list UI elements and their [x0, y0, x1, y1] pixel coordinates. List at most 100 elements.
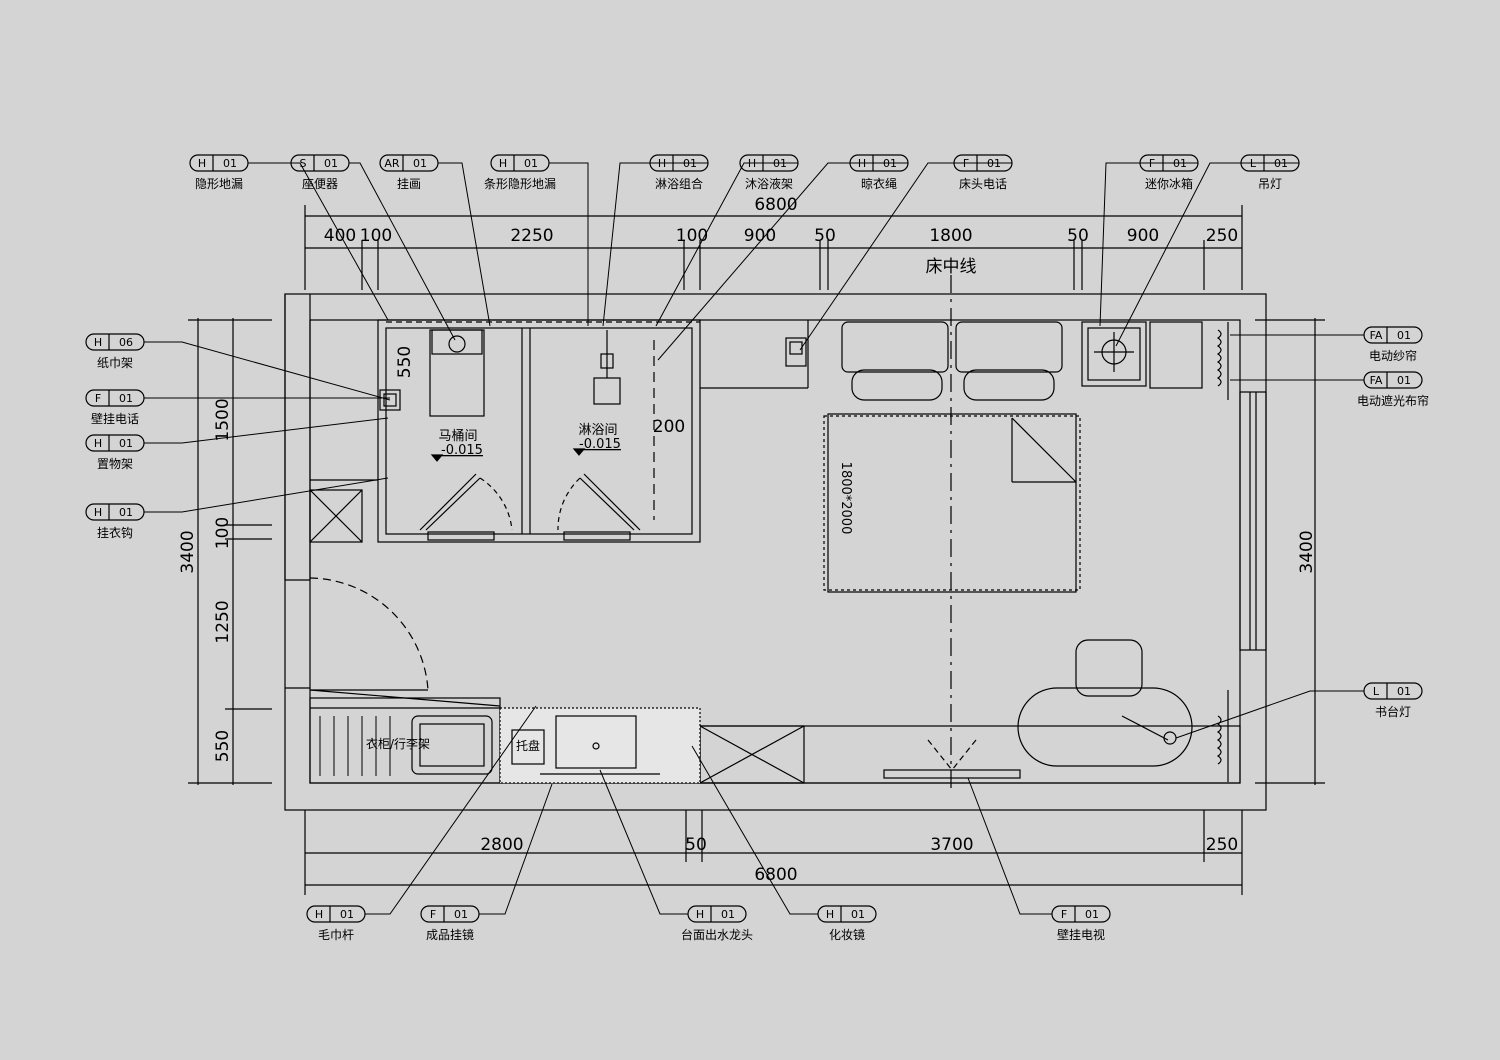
dim-top-400: 400	[324, 226, 356, 246]
walls	[284, 293, 1267, 811]
tag-bubble	[85, 389, 145, 407]
bed	[823, 275, 1081, 790]
dim-bottom-50: 50	[685, 835, 707, 855]
tag-number: 01	[119, 506, 133, 519]
dim-top-50b: 50	[1067, 226, 1089, 246]
tag-bubble	[739, 154, 799, 172]
tag-label: 书台灯	[1375, 704, 1411, 719]
tag-label: 电动遮光布帘	[1357, 393, 1429, 408]
shower-level-label: -0.015	[579, 437, 621, 452]
tag-bubble	[1051, 905, 1111, 923]
tag-label: 挂画	[397, 177, 421, 191]
tag-number: 01	[119, 392, 133, 405]
shower-room-label: 淋浴间	[578, 423, 617, 438]
dim-top-2250: 2250	[510, 226, 553, 246]
dim-right-total: 3400	[1297, 530, 1317, 573]
left-dimension-chain	[188, 318, 272, 785]
tag-label: 隐形地漏	[195, 177, 243, 191]
tag-left-0: H 06 纸巾架	[85, 333, 145, 370]
tag-code: H	[696, 908, 704, 921]
tag-bubble	[85, 434, 145, 452]
tag-number: 01	[721, 908, 735, 921]
toilet-level-label: -0.015	[441, 443, 483, 458]
tag-label: 壁挂电话	[91, 411, 139, 426]
tag-code: L	[1373, 685, 1380, 698]
tag-number: 01	[413, 157, 427, 170]
tag-bubble	[1240, 154, 1300, 172]
rack-label: 衣柜/行李架	[366, 736, 430, 751]
tag-bubble	[189, 154, 249, 172]
right-dimension-chain	[1255, 318, 1325, 785]
tag-code: H	[658, 157, 666, 170]
tag-code: H	[826, 908, 834, 921]
dim-top-900b: 900	[1127, 226, 1159, 246]
tray-label: 托盘	[516, 738, 540, 753]
bathroom-fixtures	[379, 321, 700, 541]
tag-number: 01	[987, 157, 1001, 170]
tag-code: H	[858, 157, 866, 170]
tag-bubble	[85, 333, 145, 351]
desk	[1017, 639, 1193, 767]
tag-number: 06	[119, 336, 133, 349]
tag-bubble	[1139, 154, 1199, 172]
tag-number: 01	[1397, 685, 1411, 698]
tag-number: 01	[1173, 157, 1187, 170]
tag-number: 01	[340, 908, 354, 921]
tag-label: 沐浴液架	[745, 176, 793, 191]
tag-code: H	[499, 157, 507, 170]
dim-left-1500: 1500	[213, 398, 233, 441]
tag-code: F	[1149, 157, 1155, 170]
tag-number: 01	[524, 157, 538, 170]
bed-center-label: 床中线	[926, 257, 977, 277]
tag-label: 纸巾架	[97, 356, 133, 370]
entry-door	[309, 577, 429, 691]
tag-code: FA	[1370, 374, 1383, 387]
tag-bubble	[379, 154, 439, 172]
tag-code: H	[315, 908, 323, 921]
leader-lines	[144, 162, 1364, 915]
dim-bottom-2800: 2800	[480, 835, 523, 855]
tag-code: F	[430, 908, 436, 921]
tag-number: 01	[683, 157, 697, 170]
tag-number: 01	[1397, 329, 1411, 342]
tag-top-7: F 01 床头电话	[953, 154, 1013, 191]
bedside-phone	[785, 337, 807, 367]
tag-label: 吊灯	[1258, 177, 1282, 191]
curtain-track	[1216, 322, 1229, 782]
tag-code: F	[963, 157, 969, 170]
tag-bubble	[649, 154, 709, 172]
tag-bubble	[817, 905, 877, 923]
tag-number: 01	[1397, 374, 1411, 387]
tag-number: 01	[773, 157, 787, 170]
tag-label: 床头电话	[959, 177, 1007, 191]
tag-bubble	[1363, 682, 1423, 700]
dim-bottom-3700: 3700	[930, 835, 973, 855]
tag-code: H	[94, 437, 102, 450]
tag-bubble	[490, 154, 550, 172]
tag-code: FA	[1370, 329, 1383, 342]
dim-top-total: 6800	[754, 195, 797, 215]
tag-code: H	[94, 336, 102, 349]
tag-label: 电动纱帘	[1369, 348, 1417, 363]
tag-bubble	[687, 905, 747, 923]
tag-code: S	[300, 157, 307, 170]
tv-console	[699, 725, 1241, 784]
tag-code: F	[1061, 908, 1067, 921]
bed-size-label: 1800*2000	[838, 462, 853, 535]
dim-inner-550: 550	[395, 346, 415, 378]
dim-left-100: 100	[213, 517, 233, 549]
